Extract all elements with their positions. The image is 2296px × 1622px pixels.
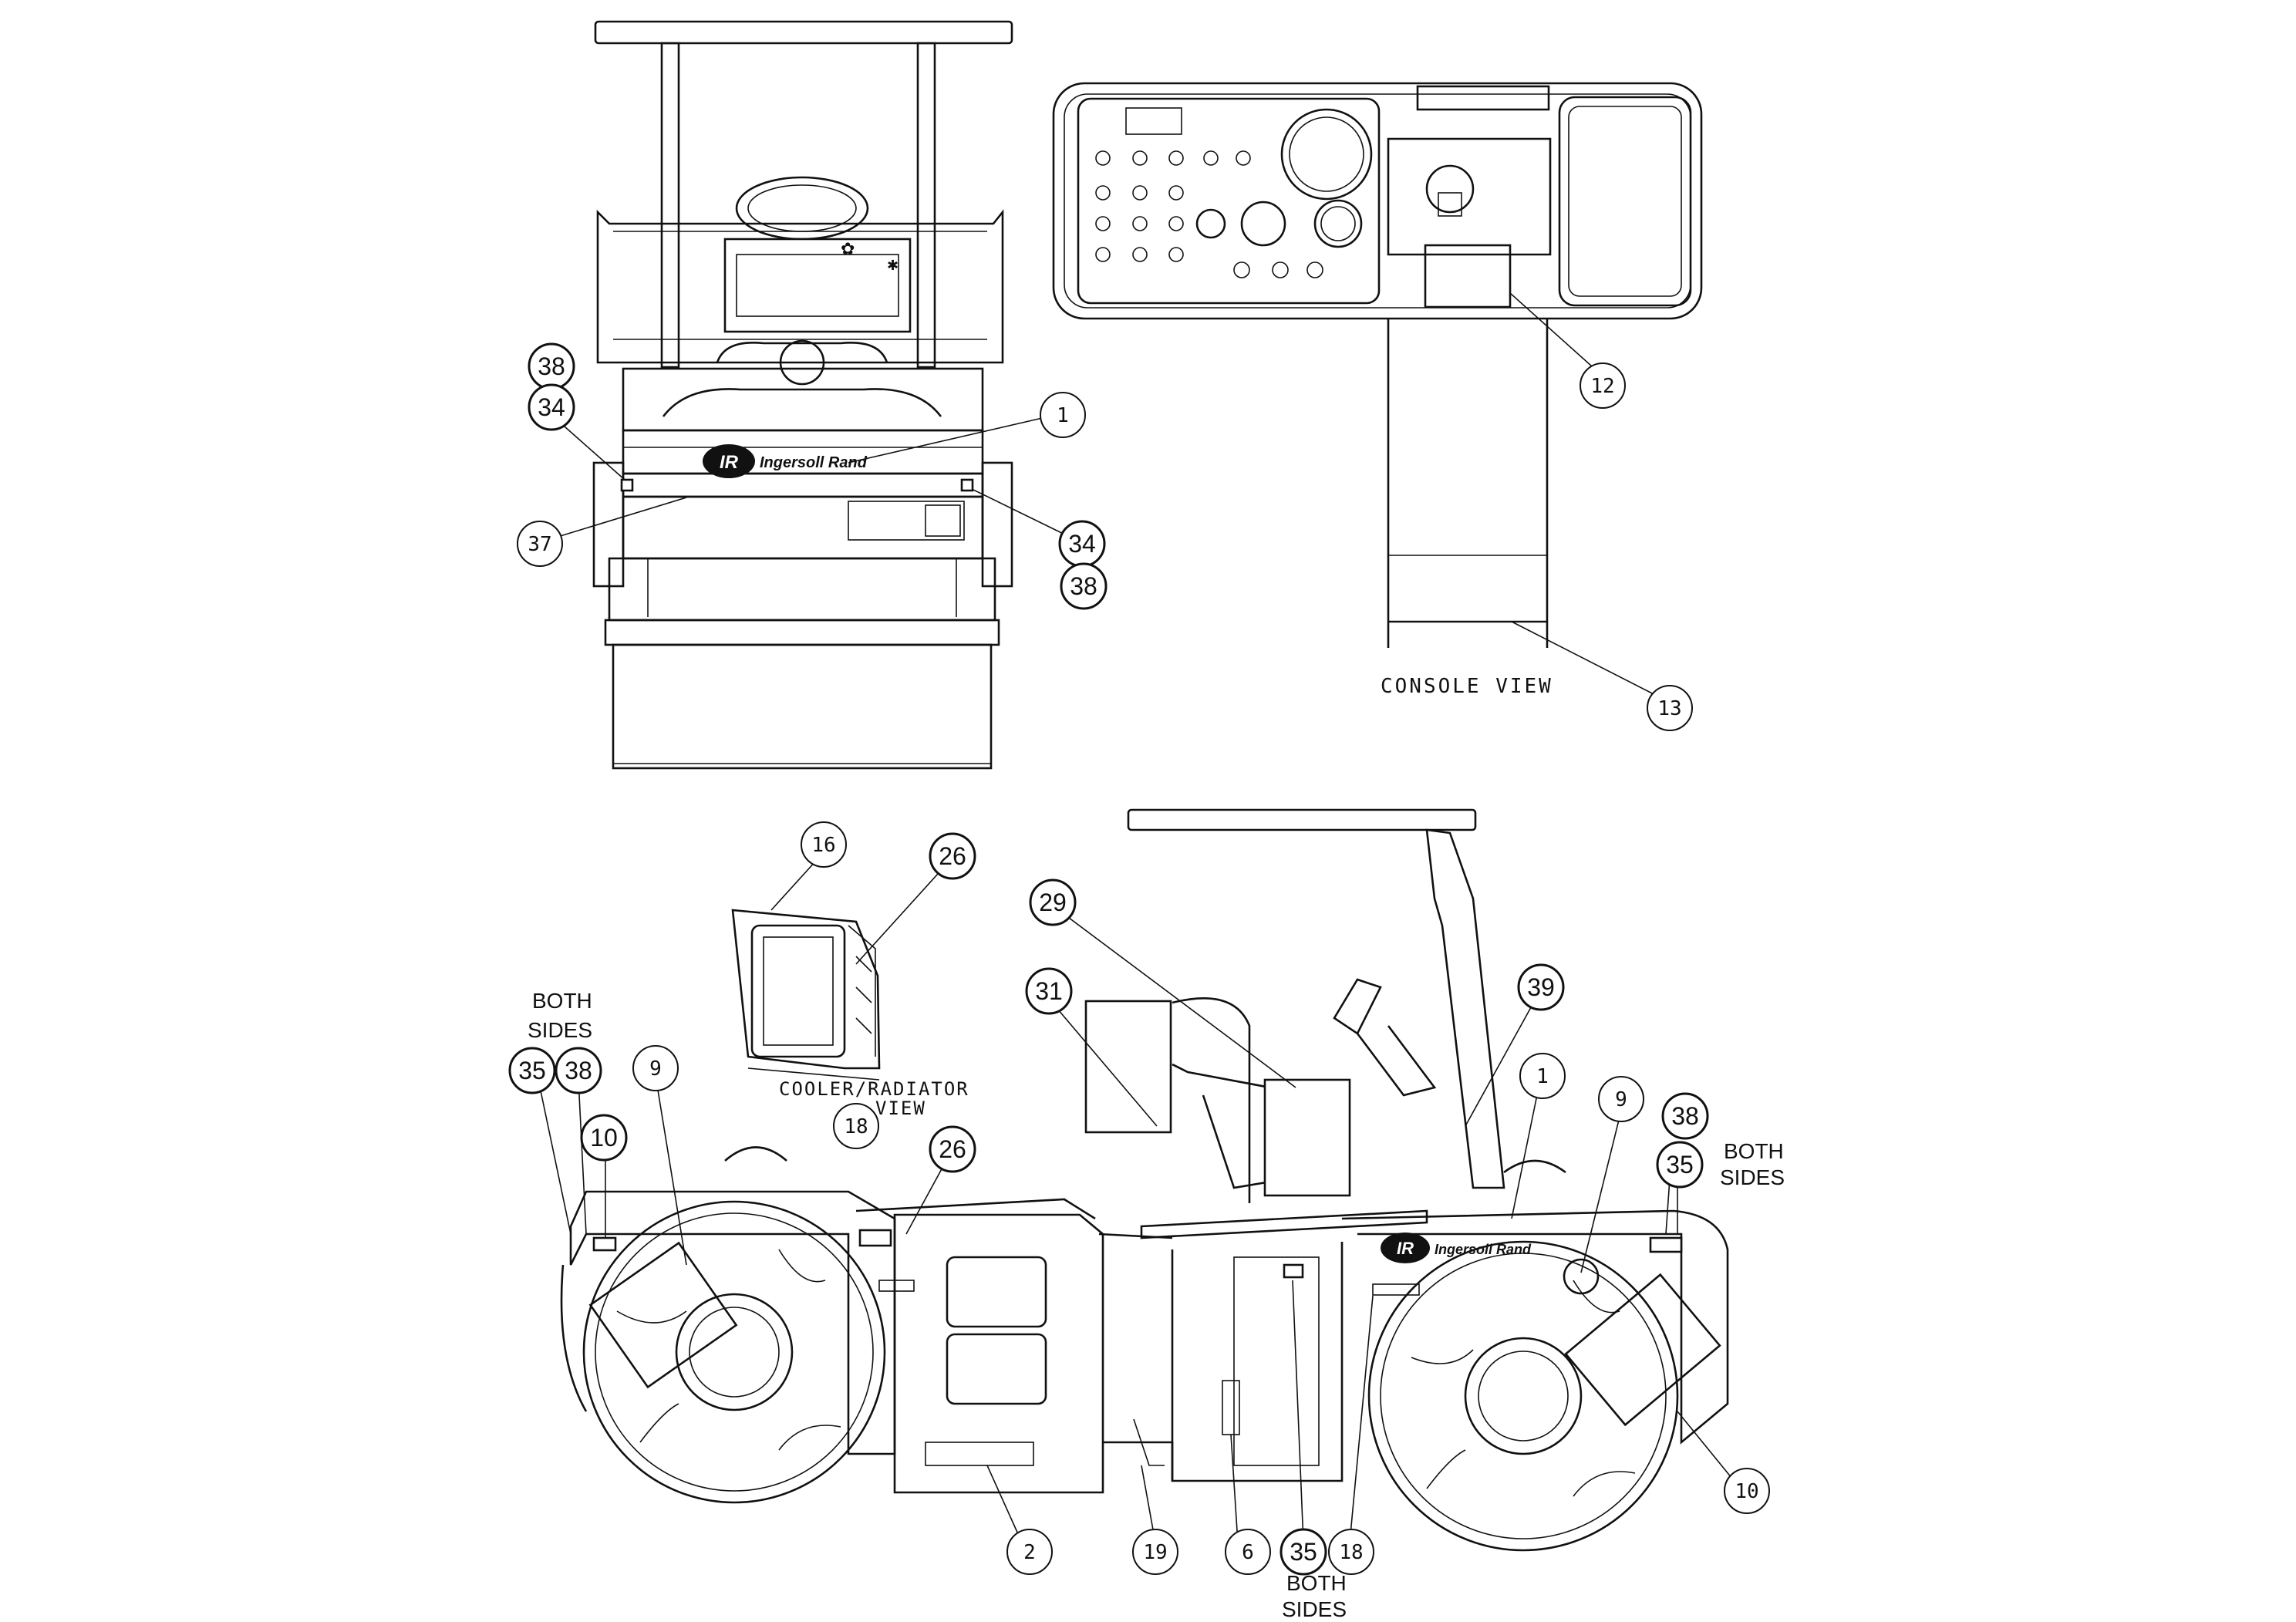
callout-circle-f1: [1040, 392, 1086, 438]
callout-circle-s31: [1025, 967, 1073, 1015]
callout-label-s10a: 10: [590, 1124, 618, 1152]
svg-text:VIEW: VIEW: [875, 1098, 926, 1119]
callout-label-s38a: 38: [565, 1057, 592, 1084]
callout-label-s31: 31: [1035, 977, 1063, 1005]
front-view: ✿ ✱ IR Ingersoll Rand: [592, 20, 1013, 770]
callout-label-s38b: 38: [1671, 1102, 1699, 1130]
callout-circle-f34a: [528, 383, 575, 431]
svg-text:SIDES: SIDES: [1720, 1165, 1785, 1189]
callout-label-s1: 1: [1536, 1065, 1549, 1088]
callout-label-s35a: 35: [518, 1057, 546, 1084]
callout-label-c12: 12: [1590, 375, 1614, 398]
callout-circle-c13: [1647, 685, 1693, 731]
note-both-sides-front: BOTH SIDES: [1720, 1139, 1785, 1189]
callout-circle-s26a: [929, 832, 976, 880]
callout-circle-s29: [1029, 878, 1077, 926]
svg-text:SIDES: SIDES: [528, 1018, 592, 1042]
callout-label-f34b: 34: [1068, 530, 1096, 558]
callout-circle-s38b: [1661, 1092, 1709, 1140]
callout-circle-s10b: [1724, 1468, 1770, 1514]
callout-label-s9a: 9: [649, 1057, 662, 1081]
callout-circle-s19: [1132, 1529, 1178, 1575]
callout-label-f1: 1: [1057, 404, 1069, 427]
callout-label-s9b: 9: [1615, 1088, 1627, 1111]
callout-circle-s26b: [929, 1125, 976, 1173]
callout-label-s2: 2: [1023, 1541, 1036, 1564]
callout-label-f38b: 38: [1070, 572, 1097, 600]
callout-label-s26b: 26: [939, 1135, 966, 1163]
svg-text:✿: ✿: [841, 239, 855, 258]
callout-circle-s35c: [1279, 1528, 1327, 1576]
note-both-sides-center: BOTH SIDES: [1282, 1571, 1347, 1621]
note-both-sides-rear: BOTH SIDES: [528, 989, 592, 1042]
callout-label-s18b: 18: [1339, 1541, 1363, 1564]
ingersoll-rand-logo: IR Ingersoll Rand: [703, 444, 868, 478]
svg-text:IR: IR: [1397, 1239, 1414, 1258]
callout-circle-f37: [517, 521, 563, 567]
leader-lines: [538, 292, 1736, 1543]
callout-label-f34a: 34: [538, 393, 565, 421]
side-view: IR Ingersoll Rand: [560, 808, 1729, 1552]
callout-label-s19: 19: [1143, 1541, 1167, 1564]
svg-text:BOTH: BOTH: [1286, 1571, 1347, 1595]
callout-circle-s16: [801, 821, 847, 868]
callout-label-c13: 13: [1657, 697, 1681, 720]
svg-text:✱: ✱: [887, 258, 899, 273]
callout-label-s18a: 18: [844, 1115, 868, 1138]
callout-circle-c12: [1580, 363, 1626, 409]
callout-circle-s35b: [1656, 1141, 1704, 1189]
callout-circle-f38b: [1060, 562, 1108, 610]
callout-circle-s18a: [833, 1103, 879, 1149]
cooler-radiator-view: COOLER/RADIATOR VIEW: [731, 909, 969, 1119]
callout-label-s16: 16: [811, 834, 835, 857]
callout-circle-s6: [1225, 1529, 1271, 1575]
callout-circle-s9b: [1598, 1076, 1644, 1122]
callout-circle-s38a: [555, 1047, 602, 1094]
callout-circle-s10a: [580, 1114, 628, 1162]
callout-circle-s1: [1519, 1053, 1566, 1099]
callout-label-s10b: 10: [1735, 1480, 1758, 1503]
svg-text:BOTH: BOTH: [532, 989, 592, 1013]
svg-text:IR: IR: [720, 452, 739, 473]
svg-text:SIDES: SIDES: [1282, 1597, 1347, 1621]
callout-circle-s39: [1517, 963, 1565, 1011]
console-view: CONSOLE VIEW: [1052, 82, 1703, 698]
callout-circle-s18b: [1328, 1529, 1374, 1575]
callout-label-s6: 6: [1242, 1541, 1254, 1564]
ingersoll-rand-logo-side: IR Ingersoll Rand: [1381, 1233, 1532, 1263]
callout-label-f37: 37: [528, 533, 551, 556]
svg-text:Ingersoll Rand: Ingersoll Rand: [760, 454, 868, 471]
callout-label-s29: 29: [1039, 889, 1067, 916]
callout-circle-s2: [1006, 1529, 1053, 1575]
callout-label-f38a: 38: [538, 352, 565, 380]
svg-text:Ingersoll Rand: Ingersoll Rand: [1435, 1242, 1532, 1257]
callout-label-s35c: 35: [1290, 1538, 1317, 1566]
callout-circle-s9a: [632, 1045, 679, 1091]
callout-label-s26a: 26: [939, 842, 966, 870]
callout-label-s39: 39: [1527, 973, 1555, 1001]
svg-text:COOLER/RADIATOR: COOLER/RADIATOR: [779, 1078, 969, 1100]
callout-circle-s35a: [508, 1047, 556, 1094]
svg-text:BOTH: BOTH: [1724, 1139, 1784, 1163]
callout-label-s35b: 35: [1666, 1151, 1694, 1179]
svg-text:CONSOLE VIEW: CONSOLE VIEW: [1381, 675, 1553, 698]
